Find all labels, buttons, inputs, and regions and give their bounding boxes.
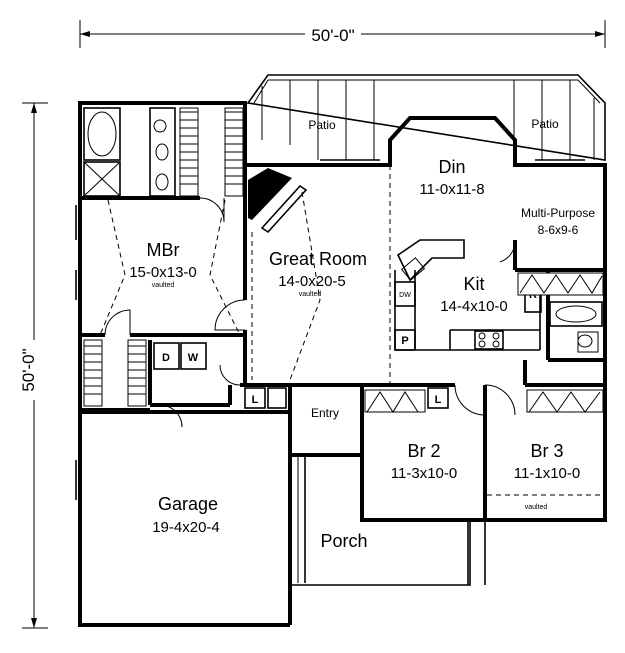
width-dimension-label: 50'-0"	[311, 26, 354, 45]
linen-closet-bedroom-label: L	[435, 394, 442, 406]
porch-outline	[290, 455, 486, 586]
multi-purpose-dim: 8-6x9-6	[538, 223, 579, 237]
linen-closets	[244, 387, 449, 409]
bifold-closets	[364, 272, 604, 413]
garage-dim: 19-4x20-4	[152, 519, 220, 536]
patio-right-label: Patio	[531, 117, 559, 131]
mbr-name: MBr	[147, 240, 180, 260]
windows	[75, 159, 585, 521]
kit-dim: 14-4x10-0	[440, 298, 508, 315]
laundry-appliances	[153, 342, 207, 370]
garage-name: Garage	[158, 494, 218, 514]
dishwasher-label: DW	[399, 292, 411, 299]
kitchen-counters	[394, 239, 542, 351]
doors	[104, 197, 516, 428]
washer-label: W	[188, 352, 199, 364]
porch-name: Porch	[320, 531, 367, 551]
din-name: Din	[438, 157, 465, 177]
multi-purpose-name: Multi-Purpose	[521, 206, 595, 220]
dimension-lines	[22, 20, 606, 629]
entry-name: Entry	[311, 406, 339, 420]
din-dim: 11-0x11-8	[419, 181, 484, 198]
depth-dimension-label: 50'-0"	[19, 348, 38, 391]
br3-dim: 11-1x10-0	[514, 465, 580, 482]
dryer-label: D	[162, 352, 170, 364]
pantry-label: P	[401, 335, 408, 347]
patio-left-label: Patio	[308, 118, 336, 132]
mbr-note: vaulted	[152, 282, 175, 289]
br2-name: Br 2	[407, 441, 440, 461]
br2-dim: 11-3x10-0	[391, 465, 457, 482]
br3-note: vaulted	[525, 504, 548, 511]
great-room-dim: 14-0x20-5	[278, 273, 346, 290]
interior-walls	[82, 165, 605, 520]
mbr-dim: 15-0x13-0	[129, 264, 197, 281]
great-room-name: Great Room	[269, 249, 367, 269]
patio	[246, 74, 606, 161]
hall-bath-fixtures	[549, 301, 603, 353]
closet-shelves	[83, 107, 244, 407]
vaulted-ceiling-lines	[99, 165, 603, 496]
br3-name: Br 3	[530, 441, 563, 461]
great-room-note: vaulted	[299, 291, 322, 298]
master-bath-fixtures	[83, 107, 176, 197]
linen-closet-label: L	[252, 394, 259, 406]
kit-name: Kit	[463, 274, 484, 294]
fireplace	[248, 168, 308, 234]
